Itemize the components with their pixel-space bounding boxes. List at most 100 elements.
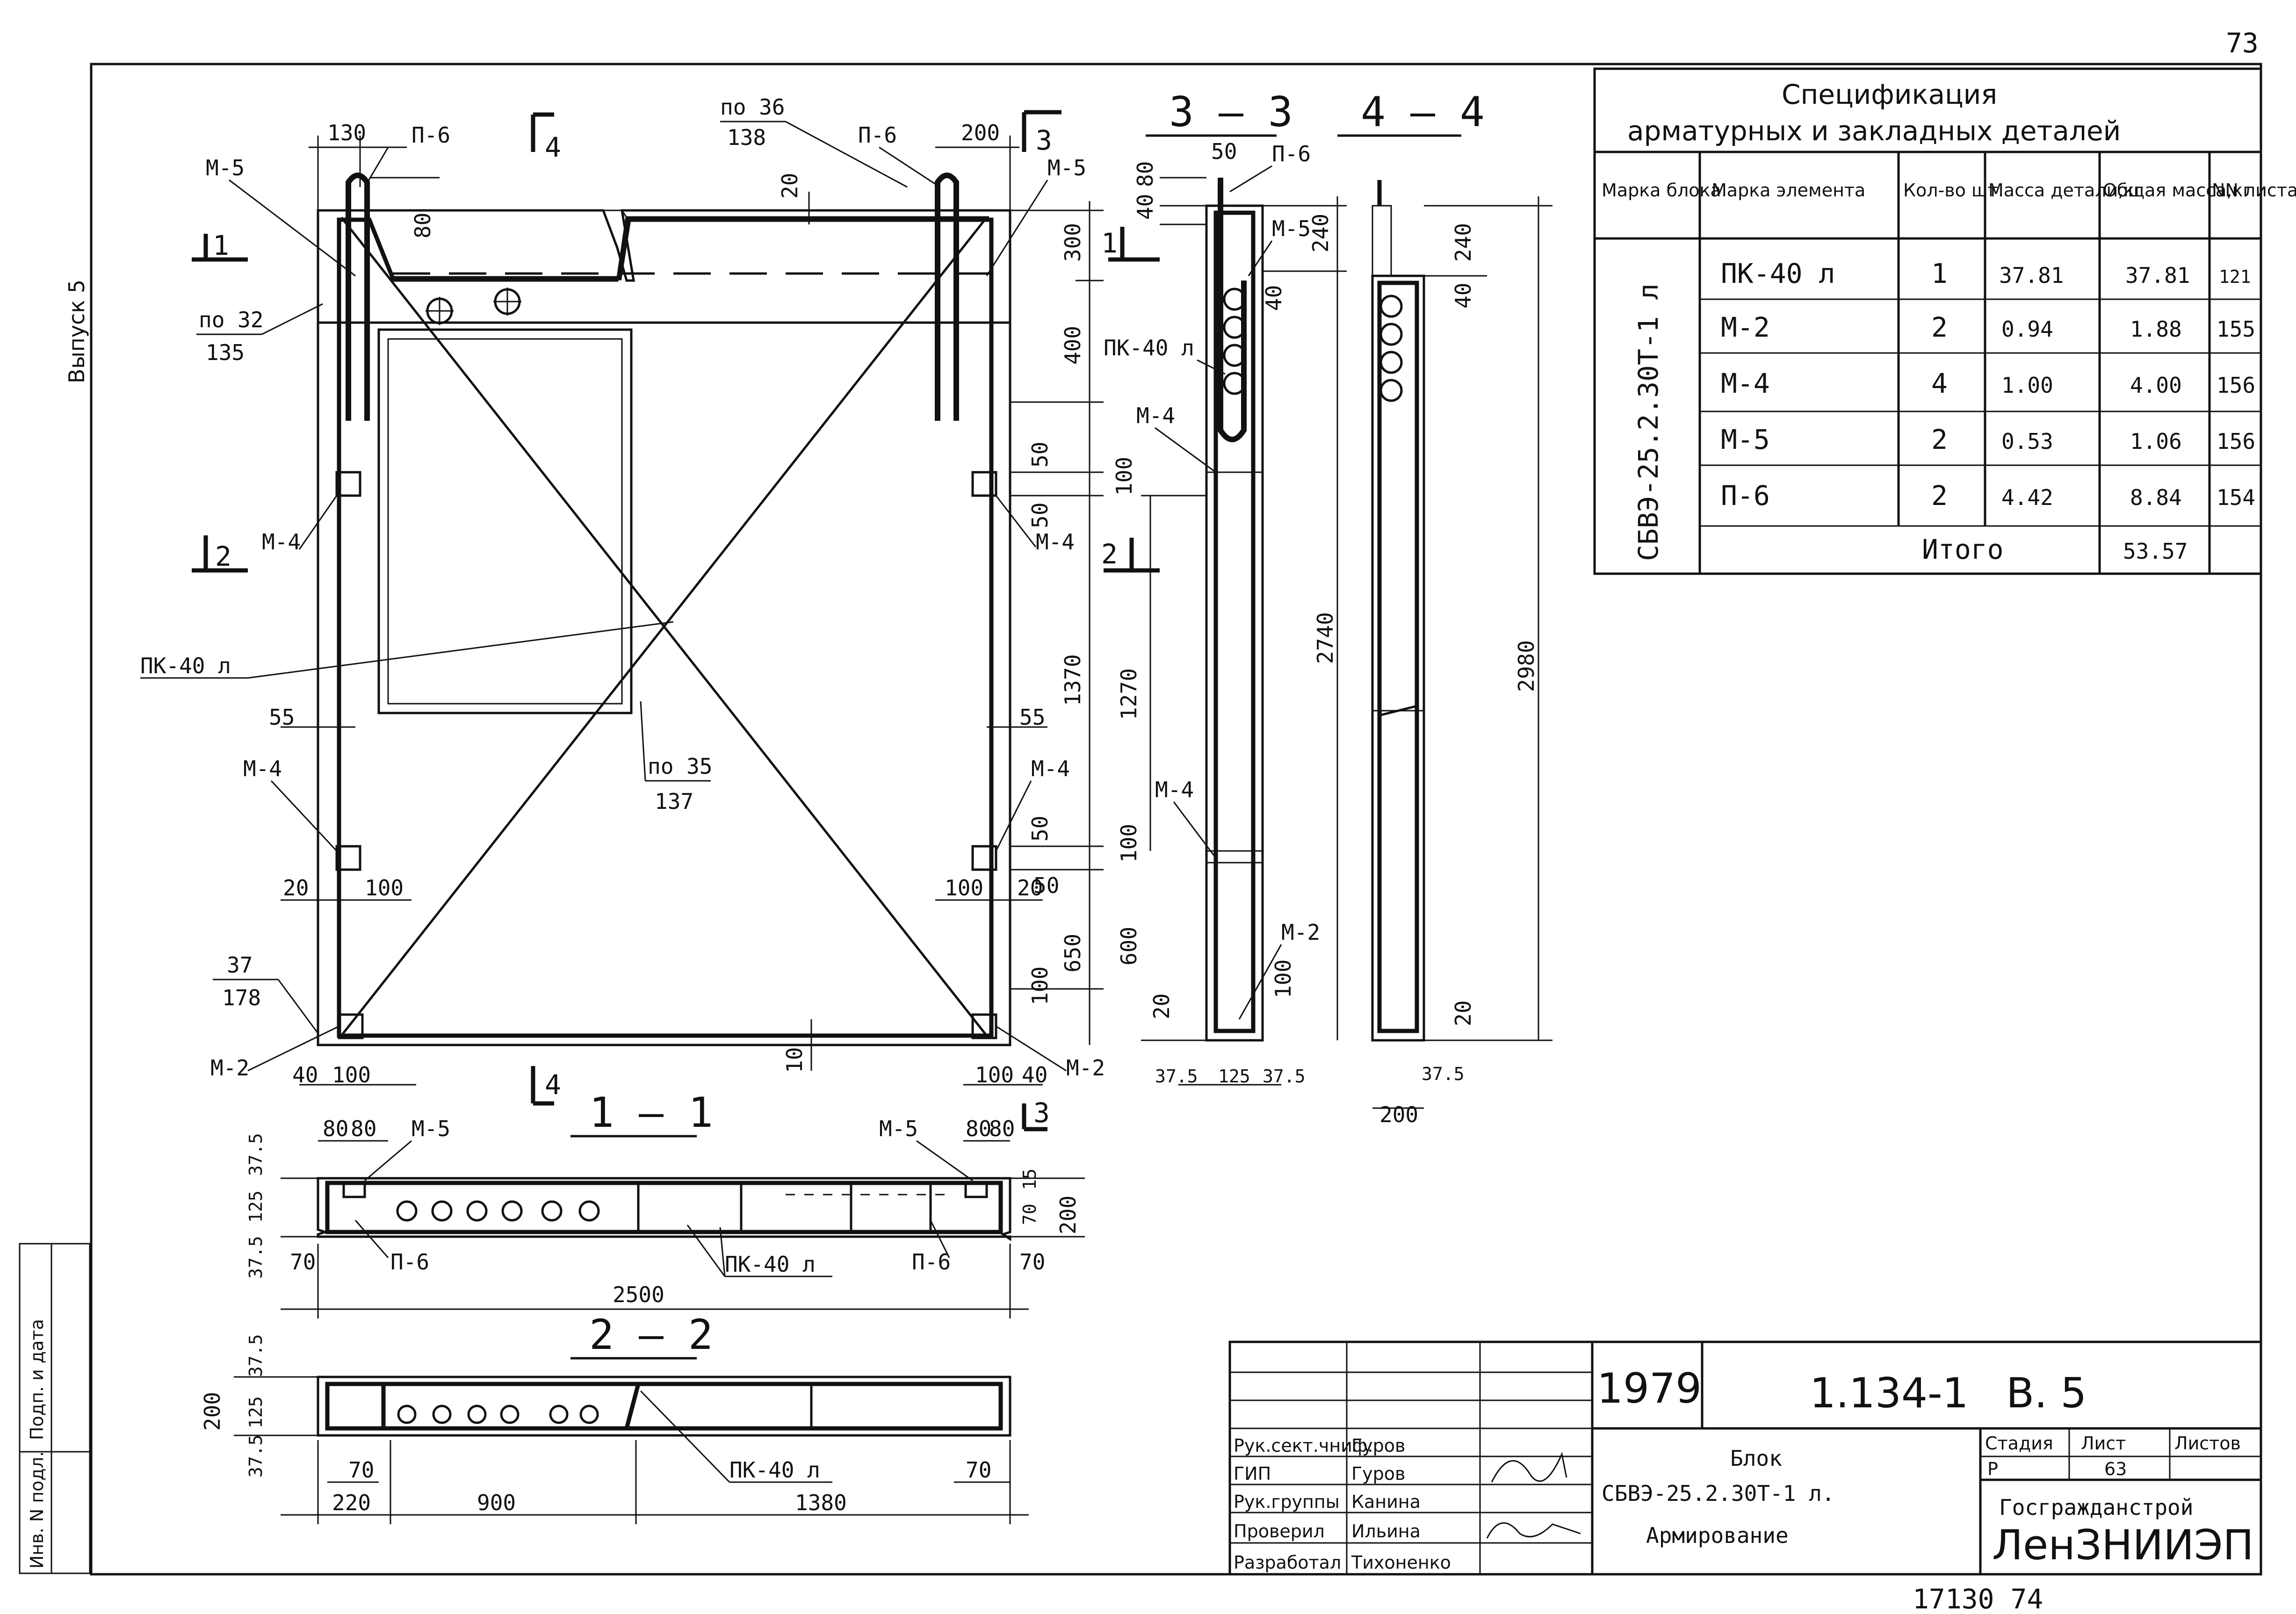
section-1-1-dims: 80 80 М-5 М-5 80 80 37.5 125 37.5 15 70 … xyxy=(245,1116,1085,1319)
spec-row-total: 4.00 xyxy=(2130,373,2182,398)
svg-text:1270: 1270 xyxy=(1116,668,1141,720)
front-dimensions: 130 200 20 80 300 400 50 50 1370 50 50 6… xyxy=(269,120,1104,1088)
svg-text:37.5: 37.5 xyxy=(245,1236,266,1279)
section-mark-2-left: 2 xyxy=(192,535,248,573)
label-p6: П-6 xyxy=(412,122,450,148)
svg-text:600: 600 xyxy=(1116,927,1141,966)
tb-role: Рук.сект.чниф. xyxy=(1234,1435,1373,1456)
callout-32-ref: 135 xyxy=(206,340,245,365)
svg-text:50: 50 xyxy=(1027,503,1053,528)
section-mark-1-left: 1 xyxy=(192,230,248,262)
tb-name-1: Блок xyxy=(1730,1446,1782,1471)
svg-text:37.5: 37.5 xyxy=(245,1434,266,1477)
section-2-2-dims: 37.5 125 200 37.5 ПК-40 л 70 70 220 900 … xyxy=(200,1334,1029,1524)
tb-code: 1.134-1 xyxy=(1810,1369,1969,1417)
svg-text:1: 1 xyxy=(213,230,229,261)
section-3-3-dims: П-6 М-5 ПК-40 л М-4 М-4 М-2 50 40 80 240… xyxy=(1104,139,1347,1087)
svg-text:37.5: 37.5 xyxy=(1155,1066,1198,1087)
svg-text:55: 55 xyxy=(1019,705,1045,730)
svg-text:П-6: П-6 xyxy=(912,1249,951,1275)
svg-text:М-2: М-2 xyxy=(1281,920,1320,945)
svg-text:ПК-40 л: ПК-40 л xyxy=(1104,335,1194,360)
tb-role: Рук.группы xyxy=(1234,1492,1340,1512)
spec-head-mass: Масса детали,кг xyxy=(1988,180,2144,201)
svg-text:125: 125 xyxy=(245,1396,266,1428)
svg-text:40: 40 xyxy=(292,1062,318,1088)
section-mark-4-bottom: 4 xyxy=(531,1066,561,1106)
spec-row-qty: 2 xyxy=(1931,480,1948,512)
tb-person: Гуров xyxy=(1351,1435,1405,1456)
svg-text:240: 240 xyxy=(1308,214,1333,252)
svg-text:М-4: М-4 xyxy=(1136,403,1175,428)
svg-text:70: 70 xyxy=(1019,1249,1045,1275)
spec-head-element: Марка элемента xyxy=(1711,180,1865,201)
label-m2: М-2 xyxy=(210,1055,249,1081)
svg-text:4: 4 xyxy=(545,1069,561,1101)
section-1-1-holes xyxy=(396,1200,600,1222)
tb-role: ГИП xyxy=(1234,1463,1271,1484)
spec-row-mass: 0.94 xyxy=(2001,317,2053,342)
svg-text:80: 80 xyxy=(351,1116,376,1141)
spec-row-element: М-2 xyxy=(1721,311,1770,343)
label-pk40: ПК-40 л xyxy=(140,653,231,678)
svg-text:50: 50 xyxy=(1027,442,1053,468)
signature-1 xyxy=(1491,1452,1567,1483)
section-mark-3-top: 3 xyxy=(1022,110,1061,156)
label-m5: М-5 xyxy=(1047,155,1086,180)
spec-row-sheet: 155 xyxy=(2217,317,2255,342)
svg-text:15: 15 xyxy=(1019,1168,1040,1190)
svg-text:4: 4 xyxy=(545,131,561,163)
svg-text:40: 40 xyxy=(1022,1062,1047,1088)
svg-text:М-5: М-5 xyxy=(879,1116,918,1141)
front-elevation xyxy=(317,173,1011,1046)
svg-text:ПК-40 л: ПК-40 л xyxy=(729,1457,820,1483)
tb-list-label: Лист xyxy=(2081,1433,2126,1454)
svg-text:70: 70 xyxy=(290,1249,316,1275)
svg-text:37.5: 37.5 xyxy=(245,1133,266,1176)
spec-head-sheet: NN листа xyxy=(2212,180,2296,201)
svg-text:80: 80 xyxy=(323,1116,348,1141)
section-2-2-holes xyxy=(397,1405,599,1424)
spec-total-value: 53.57 xyxy=(2123,539,2188,564)
svg-text:20: 20 xyxy=(1451,1001,1476,1026)
svg-text:300: 300 xyxy=(1060,223,1085,262)
svg-text:80: 80 xyxy=(966,1116,991,1141)
section-2-2-title: 2 — 2 xyxy=(589,1311,713,1359)
spec-row-sheet: 156 xyxy=(2217,373,2255,398)
spec-row-qty: 2 xyxy=(1931,311,1948,343)
svg-text:40: 40 xyxy=(1261,285,1286,311)
svg-text:80: 80 xyxy=(1133,161,1158,187)
callout-36-ref: 138 xyxy=(727,125,766,150)
spec-head-block: Марка блока xyxy=(1602,180,1721,201)
svg-text:650: 650 xyxy=(1060,934,1085,973)
tb-name-2: СБВЭ-25.2.30Т-1 л. xyxy=(1602,1481,1835,1506)
svg-text:100: 100 xyxy=(1027,966,1053,1005)
label-m2: М-2 xyxy=(1066,1055,1105,1081)
sheet-frame xyxy=(90,63,2262,1576)
svg-text:70: 70 xyxy=(966,1457,991,1483)
callout-35: по 35 xyxy=(648,754,712,779)
svg-text:200: 200 xyxy=(961,120,1000,145)
svg-text:125: 125 xyxy=(245,1190,266,1223)
svg-text:80: 80 xyxy=(989,1116,1015,1141)
callout-35-ref: 137 xyxy=(655,789,693,814)
spec-total-label: Итого xyxy=(1922,533,2004,565)
svg-text:ПК-40 л: ПК-40 л xyxy=(725,1252,816,1277)
svg-text:П-6: П-6 xyxy=(1272,141,1311,166)
svg-text:2500: 2500 xyxy=(613,1282,664,1307)
svg-text:50: 50 xyxy=(1211,139,1237,164)
svg-text:100: 100 xyxy=(1116,824,1141,863)
section-4-4-dims: 240 40 2980 20 37.5 200 xyxy=(1372,196,1552,1127)
tb-role: Разработал xyxy=(1234,1552,1341,1573)
svg-text:2740: 2740 xyxy=(1313,612,1338,664)
spec-row-mass: 0.53 xyxy=(2001,429,2053,454)
vypusk-label: Выпуск 5 xyxy=(64,280,89,383)
spec-row-qty: 2 xyxy=(1931,424,1948,455)
spec-title-2: арматурных и закладных деталей xyxy=(1627,115,2121,147)
spec-row-qty: 1 xyxy=(1931,258,1948,289)
section-2-2: 2 — 2 xyxy=(317,1311,1011,1437)
spec-row-sheet: 154 xyxy=(2217,485,2255,510)
spec-row-qty: 4 xyxy=(1931,367,1948,399)
svg-text:130: 130 xyxy=(327,120,366,145)
section-1-1: 1 — 1 xyxy=(317,1088,1011,1241)
